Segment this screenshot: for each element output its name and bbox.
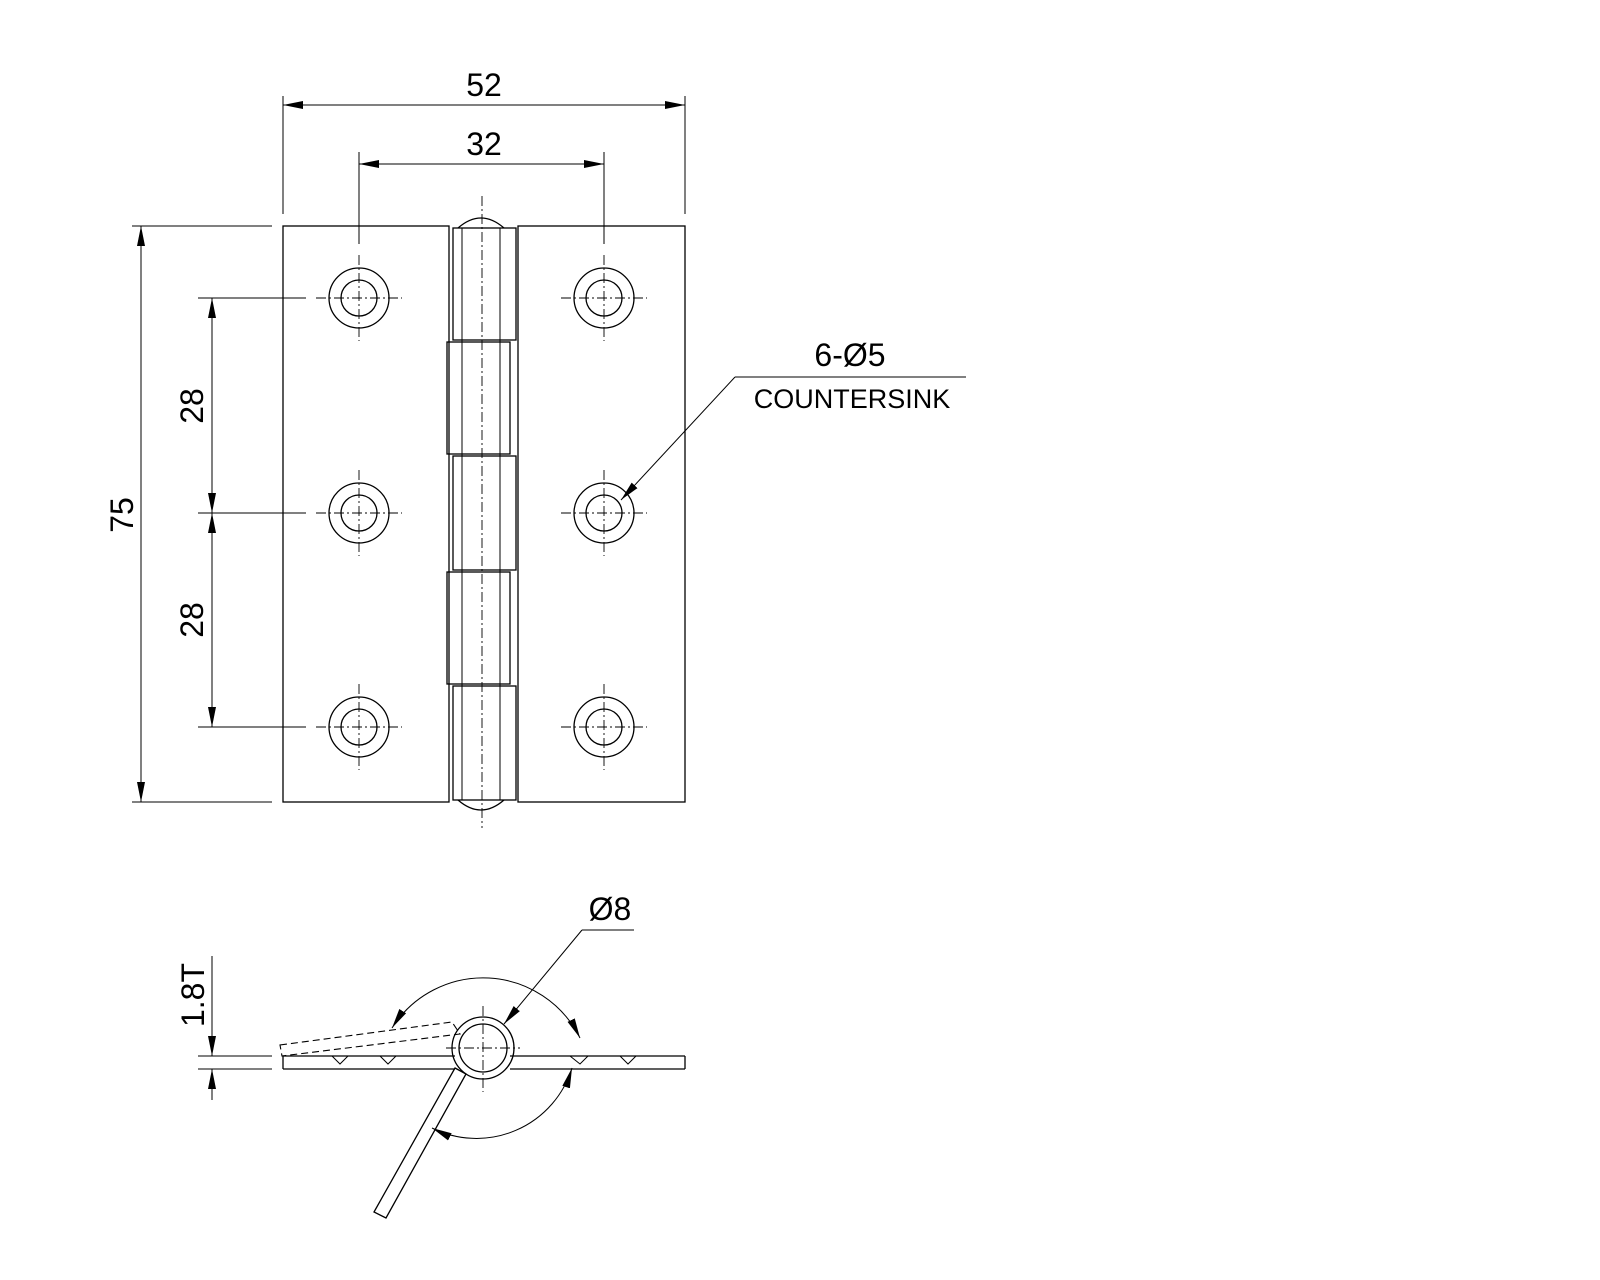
phantom-leaf [279, 1021, 461, 1057]
hole-leader [620, 376, 966, 501]
hole-note-countersink: COUNTERSINK [754, 384, 951, 414]
rotation-arc-upper [391, 977, 581, 1039]
dim-hole-spacing: 32 [466, 126, 502, 162]
right-leaf [517, 225, 686, 803]
flat-leaf [510, 1055, 686, 1070]
hole-center-lines [316, 255, 647, 770]
dim-pitch-upper: 28 [174, 388, 210, 424]
extension-lines [132, 96, 686, 803]
dim-overall-width: 52 [466, 67, 502, 103]
dim-thickness: 1.8T [175, 963, 211, 1027]
rotated-leaf [373, 1067, 467, 1219]
pin-leader [503, 929, 634, 1025]
thickness-dim [198, 956, 272, 1100]
rotation-arc-lower [431, 1067, 573, 1141]
dim-pin-diameter: Ø8 [589, 891, 632, 927]
knuckle [446, 196, 517, 828]
dim-pitch-lower: 28 [174, 602, 210, 638]
left-leaf [282, 225, 450, 803]
side-view: Ø8 1.8T [175, 891, 686, 1219]
dim-overall-height: 75 [104, 497, 140, 533]
pin [446, 1006, 520, 1092]
front-view: 52 32 75 28 28 6-Ø5 COUNTERSINK [104, 67, 966, 828]
left-flat-leaf [282, 1055, 455, 1070]
hole-note-count: 6-Ø5 [814, 337, 885, 373]
